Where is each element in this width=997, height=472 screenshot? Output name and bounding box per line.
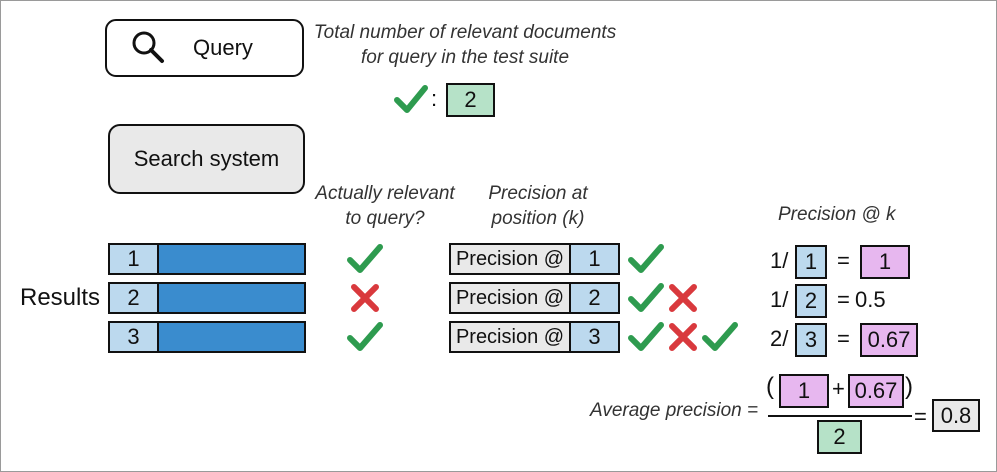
- relevant-header-line1: Actually relevant: [315, 183, 455, 204]
- result-bar: [157, 282, 306, 314]
- result-bar: [157, 321, 306, 353]
- cross-icon: [351, 284, 379, 312]
- open-paren: (: [766, 373, 774, 400]
- precision-position-header: Precision at position (k): [468, 181, 608, 231]
- check-icon: [628, 283, 664, 312]
- precision-k: 2: [569, 282, 620, 314]
- average-term-1: 1: [779, 374, 829, 408]
- check-icon: [347, 244, 383, 273]
- results-label: Results: [20, 284, 101, 311]
- query-box: Query: [105, 19, 304, 77]
- precision-numerator: 2/: [770, 326, 789, 351]
- result-rank: 2: [108, 282, 159, 314]
- precision-k: 3: [569, 321, 620, 353]
- result-bar: [157, 243, 306, 275]
- precision-label: Precision @: [449, 321, 571, 353]
- check-icon: [702, 322, 738, 351]
- precision-denominator: 1: [795, 245, 827, 279]
- search-system-box: Search system: [108, 124, 305, 194]
- check-icon: [628, 244, 664, 273]
- total-relevant-caption: Total number of relevant documents for q…: [305, 20, 625, 70]
- precision-position-header-line1: Precision at: [488, 183, 588, 204]
- total-relevant-value: 2: [446, 83, 495, 117]
- close-paren: ): [905, 373, 913, 400]
- average-denominator: 2: [817, 420, 862, 454]
- relevant-header: Actually relevant to query?: [305, 181, 465, 231]
- total-relevant-caption-line1: Total number of relevant documents: [313, 22, 617, 43]
- relevant-header-line2: to query?: [345, 208, 425, 229]
- search-icon: [132, 31, 164, 63]
- search-system-label: Search system: [133, 146, 280, 171]
- average-precision-label: Average precision =: [590, 400, 759, 421]
- precision-at-k-header: Precision @ k: [778, 204, 896, 225]
- precision-value: 1: [860, 245, 910, 279]
- precision-label: Precision @: [449, 282, 571, 314]
- check-icon: [347, 322, 383, 351]
- result-rank: 1: [108, 243, 159, 275]
- total-relevant-caption-line2: for query in the test suite: [360, 47, 570, 68]
- average-equals: =: [914, 404, 927, 429]
- precision-numerator: 1/: [770, 287, 789, 312]
- precision-equals: =: [837, 287, 850, 312]
- result-rank: 3: [108, 321, 159, 353]
- check-icon: [394, 85, 428, 113]
- cross-icon: [669, 284, 697, 312]
- precision-equals: =: [837, 326, 850, 351]
- precision-numerator: 1/: [770, 248, 789, 273]
- check-icon: [628, 322, 664, 351]
- cross-icon: [669, 323, 697, 351]
- precision-value: 0.5: [855, 287, 886, 312]
- precision-position-header-line2: position (k): [491, 208, 585, 229]
- total-relevant-separator: :: [431, 86, 438, 111]
- precision-denominator: 2: [795, 284, 827, 318]
- precision-value: 0.67: [860, 323, 918, 357]
- fraction-bar: [768, 415, 912, 417]
- precision-label: Precision @: [449, 243, 571, 275]
- precision-equals: =: [837, 248, 850, 273]
- average-term-2: 0.67: [848, 374, 904, 408]
- precision-k: 1: [569, 243, 620, 275]
- average-result: 0.8: [932, 399, 980, 432]
- plus-sign: +: [832, 376, 845, 401]
- precision-denominator: 3: [795, 323, 827, 357]
- query-label: Query: [193, 35, 253, 60]
